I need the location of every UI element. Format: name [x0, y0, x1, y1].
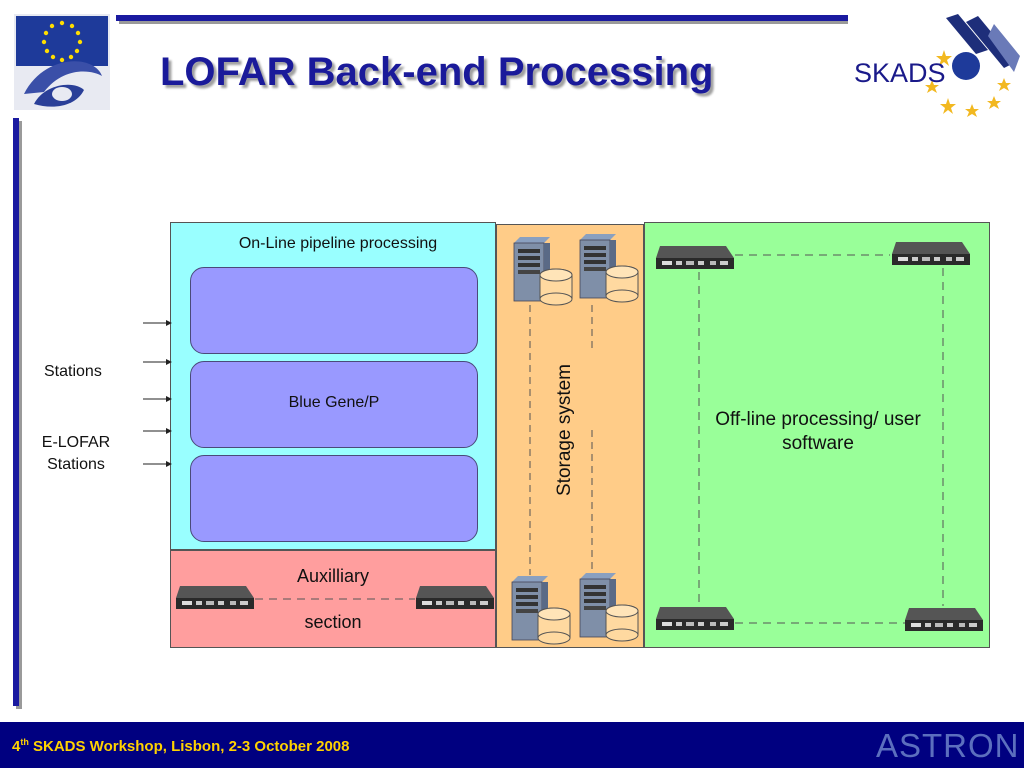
network-switch-icon	[905, 608, 983, 631]
bluegene-rack-middle	[190, 361, 478, 448]
footer-workshop-text: 4th SKADS Workshop, Lisbon, 2-3 October …	[12, 737, 350, 756]
auxiliary-section-label: section	[304, 612, 362, 632]
bluegene-rack-top	[190, 267, 478, 354]
astron-logo-text: ASTRON	[876, 727, 1020, 764]
offline-region	[644, 222, 990, 648]
footer-ordinal-suffix: th	[20, 737, 29, 747]
skads-stars-icon	[925, 14, 1020, 117]
top-divider-bar	[116, 15, 924, 21]
bluegene-rack-bottom	[190, 455, 478, 542]
network-switch-icon	[656, 246, 734, 269]
auxiliary-label: Auxilliary	[296, 566, 370, 586]
storage-server-icon	[579, 233, 639, 303]
eu-fp6-logo	[14, 14, 110, 110]
storage-server-icon	[513, 236, 573, 306]
left-divider-bar	[13, 118, 19, 706]
stations-label: Stations	[44, 363, 102, 380]
network-switch-icon	[656, 607, 734, 630]
footer-event: SKADS Workshop, Lisbon, 2-3 October 2008	[28, 738, 350, 755]
offline-label: Off-line processing/ user software	[715, 409, 921, 454]
skads-logo-text: SKADS	[854, 58, 946, 88]
storage-server-icon	[579, 572, 639, 642]
network-switch-icon	[416, 586, 494, 609]
station-input-arrows	[143, 320, 172, 467]
network-switch-icon	[892, 242, 970, 265]
offline-dashed-network	[698, 254, 944, 624]
storage-server-icon	[511, 575, 571, 645]
network-switch-icon	[176, 586, 254, 609]
skads-logo	[848, 10, 1022, 122]
elofar-stations-label: E-LOFAR Stations	[41, 434, 111, 473]
storage-dashed-links	[529, 305, 593, 575]
eu-flag-icon	[14, 14, 110, 110]
footer-ordinal: 4	[12, 738, 21, 755]
bluegene-label: Blue Gene/P	[288, 394, 380, 411]
online-pipeline-label: On-Line pipeline processing	[238, 235, 438, 252]
page-title: LOFAR Back-end Processing	[160, 50, 714, 94]
footer-bar	[0, 722, 1024, 768]
